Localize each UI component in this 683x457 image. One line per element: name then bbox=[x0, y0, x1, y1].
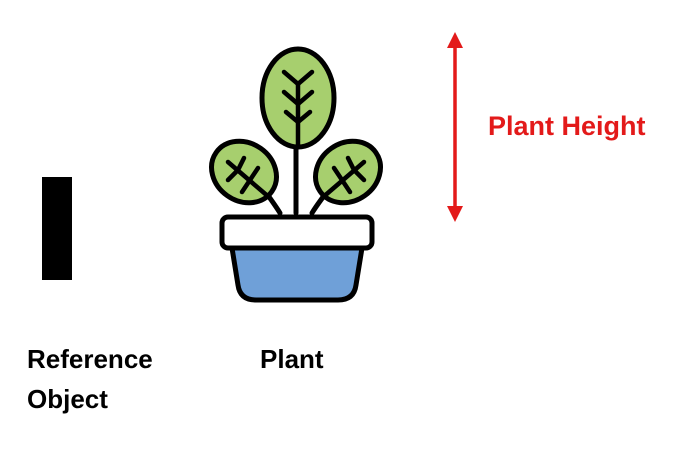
top-leaf bbox=[259, 46, 337, 150]
pot-body bbox=[229, 245, 365, 303]
potted-plant-icon bbox=[209, 46, 383, 303]
plant-height-label: Plant Height bbox=[488, 111, 646, 141]
reference-object bbox=[42, 177, 72, 280]
left-leaf bbox=[209, 138, 279, 206]
reference-object-label-line1: Reference bbox=[27, 344, 153, 374]
right-leaf bbox=[313, 138, 383, 206]
height-arrow-icon bbox=[447, 32, 463, 222]
plant-label: Plant bbox=[260, 344, 324, 374]
pot-rim bbox=[219, 214, 375, 251]
reference-object-label-line2: Object bbox=[27, 384, 108, 414]
